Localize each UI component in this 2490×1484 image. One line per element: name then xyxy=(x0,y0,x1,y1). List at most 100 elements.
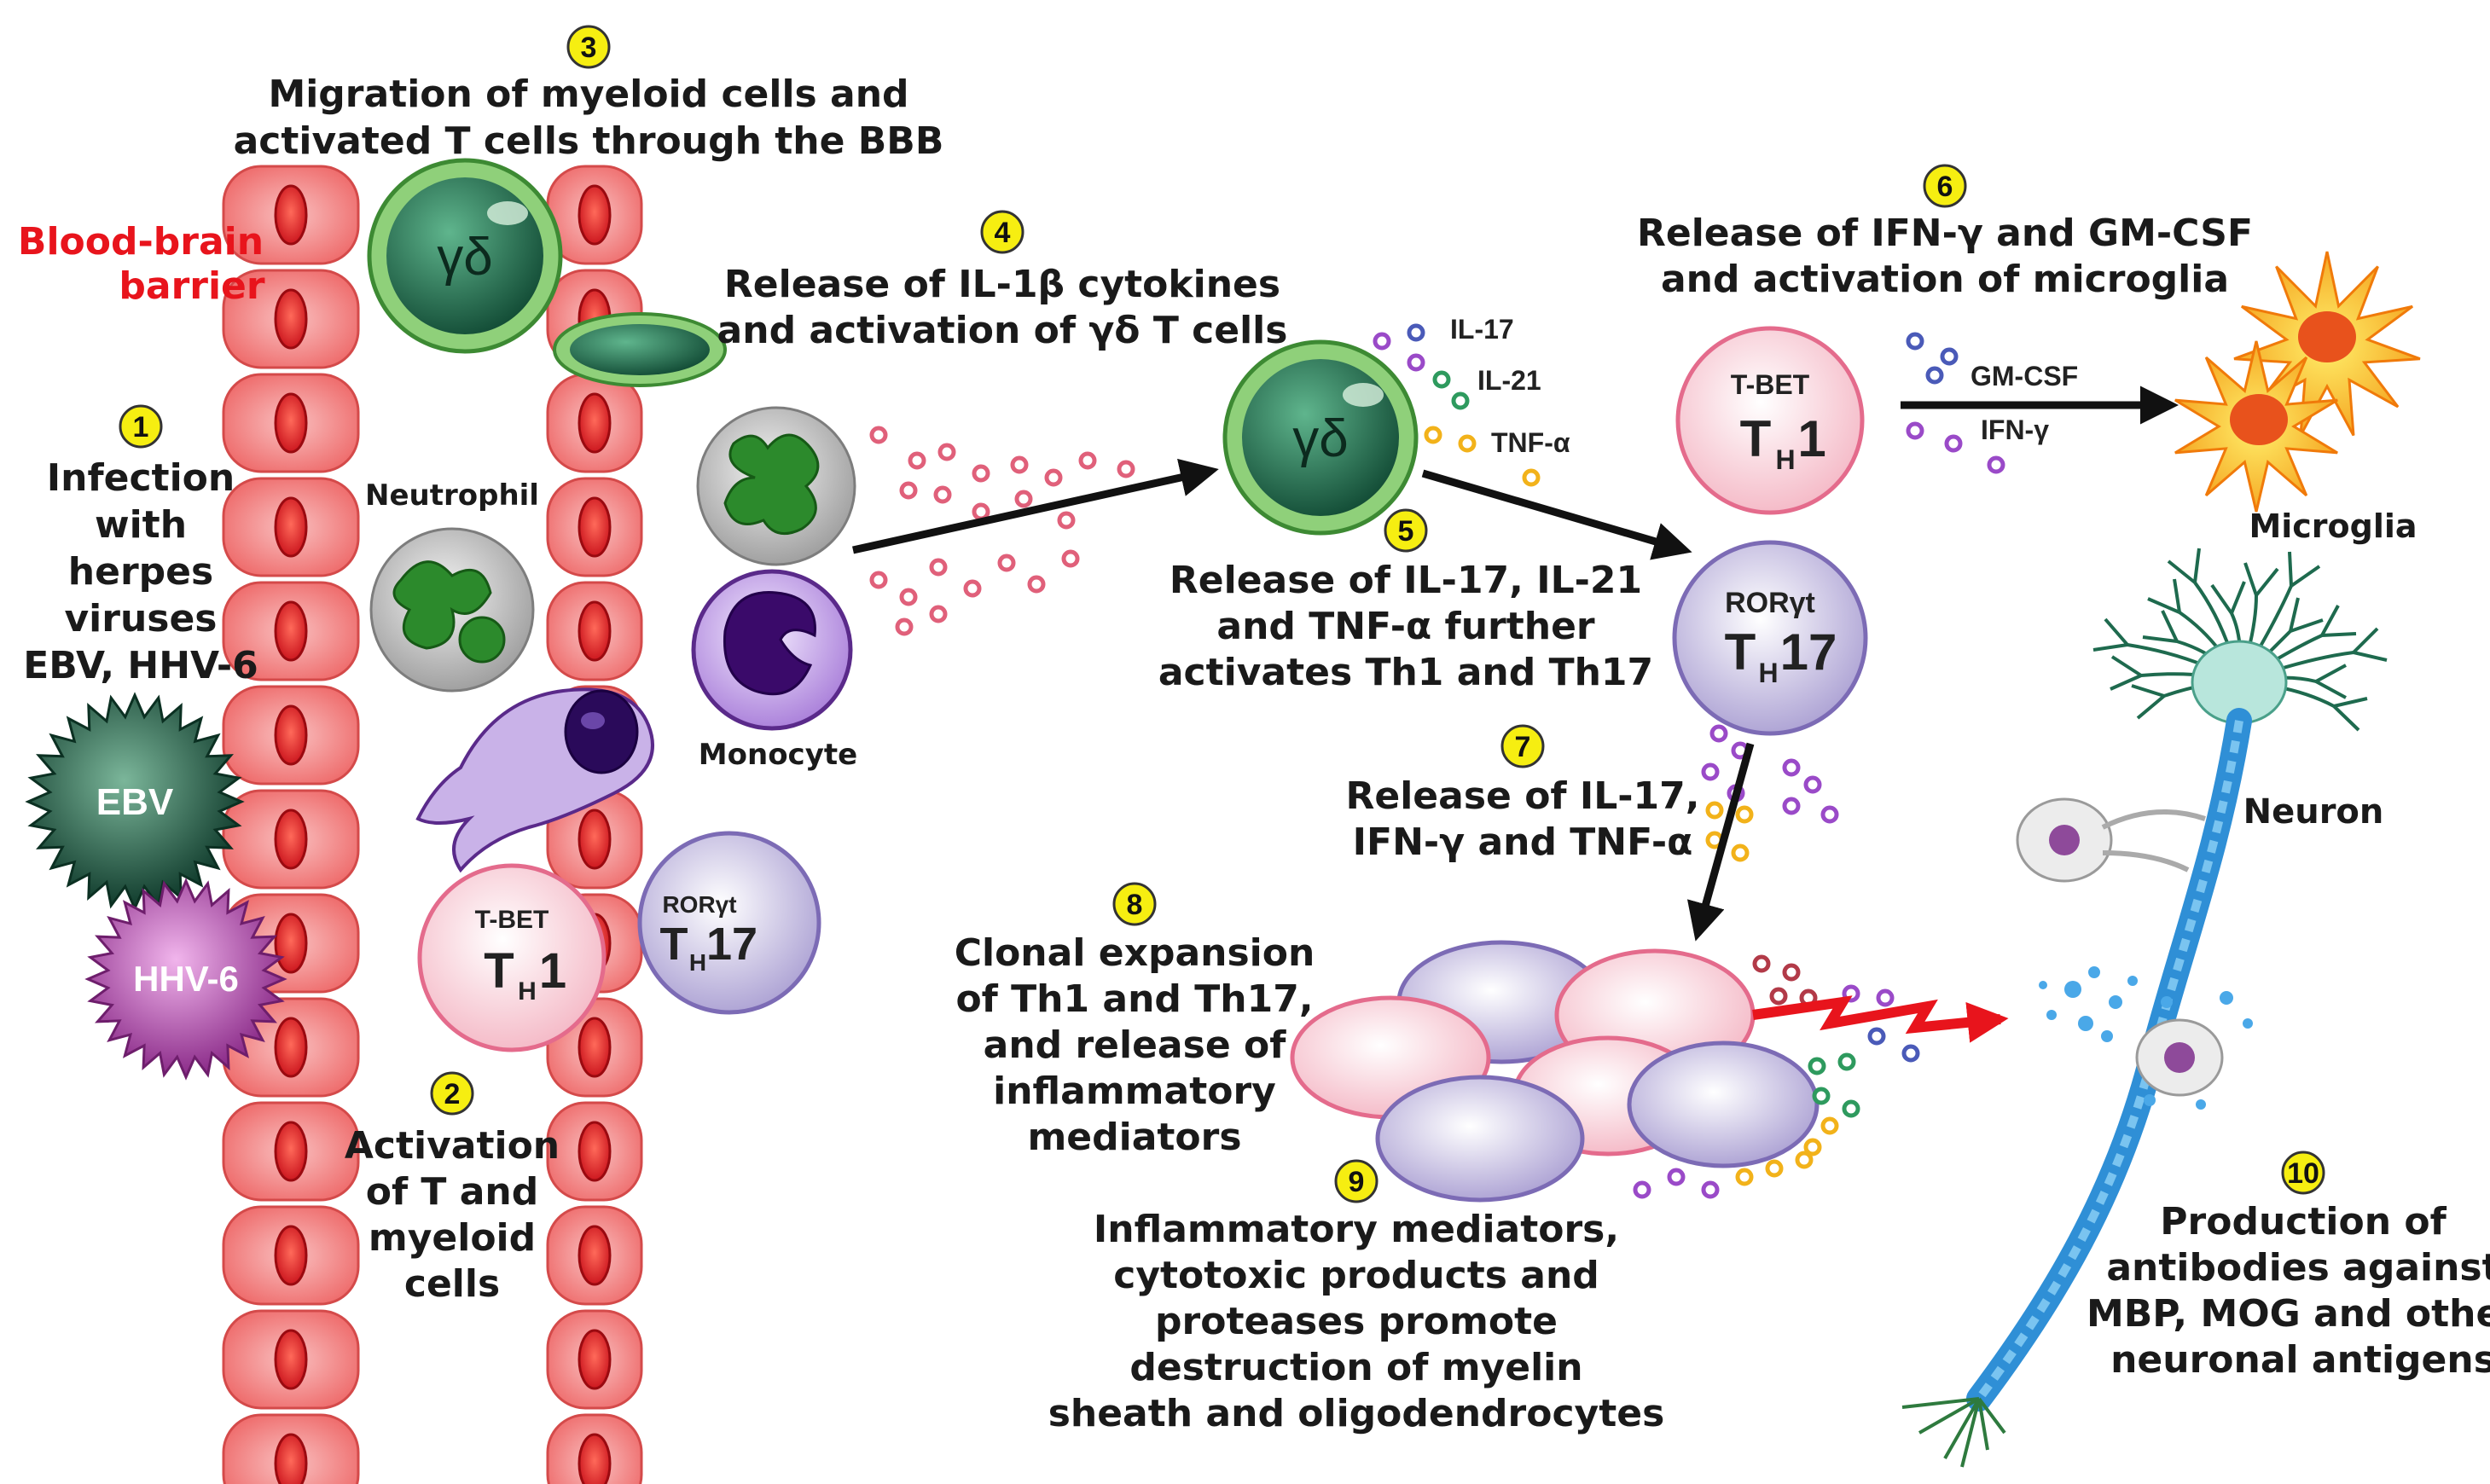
red-blood-cell xyxy=(274,600,308,662)
th1-right-num: 1 xyxy=(1797,410,1825,467)
cytokine-dot xyxy=(899,588,918,606)
th1-left-tbet: T-BET xyxy=(475,906,549,934)
monocyte xyxy=(691,569,853,731)
step-9-text-line: cytotoxic products and xyxy=(1113,1254,1599,1297)
cytokine-dot xyxy=(1901,1044,1920,1063)
myelin-debris xyxy=(2144,1094,2156,1106)
step-8-text-line: mediators xyxy=(1027,1116,1241,1159)
th17-center-t: T xyxy=(1725,623,1756,681)
step-1-text-line: viruses xyxy=(64,597,217,641)
step-10-text-line: neuronal antigens xyxy=(2110,1338,2490,1382)
red-blood-cell xyxy=(578,184,612,246)
microglia-cells xyxy=(2174,251,2421,513)
step-1-text-line: herpes xyxy=(68,550,213,594)
attack-arrow xyxy=(1752,995,2009,1043)
th1-cell-left: T-BET T H 1 xyxy=(417,863,607,1052)
step-7-text-line: IFN-γ and TNF-α xyxy=(1353,820,1693,864)
myelin-debris xyxy=(2243,1018,2253,1029)
step-number: 9 xyxy=(1349,1166,1365,1198)
neuron-label: Neuron xyxy=(2243,792,2384,832)
step-9-text-line: destruction of myelin xyxy=(1129,1346,1582,1389)
il21-label: IL-21 xyxy=(1477,365,1541,396)
gd-t-cell-squeezing xyxy=(553,312,727,387)
step-number: 2 xyxy=(444,1078,461,1110)
step-number: 5 xyxy=(1398,515,1414,548)
red-blood-cell xyxy=(274,913,308,974)
cytokine-dot xyxy=(1522,468,1541,487)
gd-label: γδ xyxy=(437,228,493,287)
cytokine-dot xyxy=(1842,1099,1860,1118)
th17-cell-center: RORγt T H 17 xyxy=(1672,540,1868,736)
microglia-label: Microglia xyxy=(2249,507,2417,545)
step-1-text-line: Infection xyxy=(47,456,235,500)
cytokine-dot xyxy=(1820,1116,1839,1135)
neutrophil-right xyxy=(696,406,856,566)
red-blood-cell xyxy=(578,1017,612,1078)
step-10-text-line: Production of xyxy=(2160,1200,2446,1243)
cytokine-dot xyxy=(1705,801,1724,820)
step-number-badge xyxy=(566,25,611,69)
cytokine-dot xyxy=(1027,575,1046,594)
step-number-badge xyxy=(1112,882,1157,926)
red-blood-cell xyxy=(274,496,308,558)
th1-left-num: 1 xyxy=(539,943,566,999)
cytokine-dot xyxy=(1940,347,1959,366)
step-4-text-line: Release of IL-1β cytokines xyxy=(724,263,1280,306)
red-blood-cell xyxy=(274,288,308,350)
red-blood-cell xyxy=(578,1121,612,1182)
step-number: 3 xyxy=(581,32,597,64)
step-2-text-line: myeloid xyxy=(369,1216,536,1260)
th1-left-t: T xyxy=(484,943,514,999)
myelin-debris xyxy=(2220,991,2233,1005)
hhv6-label: HHV-6 xyxy=(133,959,239,999)
step-number: 10 xyxy=(2287,1157,2319,1190)
cytokine-dot xyxy=(869,426,888,444)
myelin-debris xyxy=(2161,996,2173,1008)
red-blood-cell xyxy=(578,809,612,870)
cytokine-dot xyxy=(1765,1159,1784,1178)
cytokine-dot xyxy=(963,579,982,598)
step-9-text-line: sheath and oligodendrocytes xyxy=(1048,1392,1665,1435)
step-number-badge xyxy=(980,210,1024,254)
th17-left-t: T xyxy=(660,919,688,970)
step-number-badge xyxy=(1500,724,1545,768)
cytokine-dot xyxy=(997,554,1016,572)
neutrophil-left xyxy=(369,527,535,693)
red-blood-cell xyxy=(578,1225,612,1286)
step-9-text-line: proteases promote xyxy=(1155,1300,1558,1343)
cytokine-dot xyxy=(933,485,952,504)
step-8-text-line: and release of xyxy=(984,1023,1287,1067)
red-blood-cell xyxy=(274,1225,308,1286)
step-5-text-line: activates Th1 and Th17 xyxy=(1158,651,1653,694)
migrating-monocyte xyxy=(415,687,654,873)
monocyte-label: Monocyte xyxy=(699,738,857,772)
th17-center-ror: RORγt xyxy=(1725,587,1815,619)
cytokine-dot xyxy=(972,502,990,521)
cytokine-dot xyxy=(1812,1087,1831,1105)
cytokine-dot xyxy=(972,464,990,483)
red-blood-cell xyxy=(274,704,308,766)
th1-left-sub: H xyxy=(518,977,537,1006)
cytokine-dot xyxy=(1735,1168,1754,1186)
cytokine-dot xyxy=(1078,451,1097,470)
tnfa-label: TNF-α xyxy=(1491,427,1570,458)
step-2-text-line: Activation xyxy=(345,1124,560,1168)
cytokine-dot xyxy=(1061,549,1080,568)
cytokine-dot xyxy=(1782,963,1801,982)
cytokine-dot xyxy=(1407,323,1425,342)
cytokine-dot xyxy=(1407,353,1425,372)
step-3-text-line: Migration of myeloid cells and xyxy=(268,72,908,116)
red-blood-cell xyxy=(274,1433,308,1484)
step-number: 7 xyxy=(1515,731,1531,763)
ebv-virus: EBV xyxy=(25,692,245,912)
cytokine-dot xyxy=(895,617,914,636)
cytokine-dot xyxy=(1906,332,1924,351)
cytokine-dot xyxy=(1735,805,1754,824)
cytokine-dot xyxy=(1906,421,1924,440)
